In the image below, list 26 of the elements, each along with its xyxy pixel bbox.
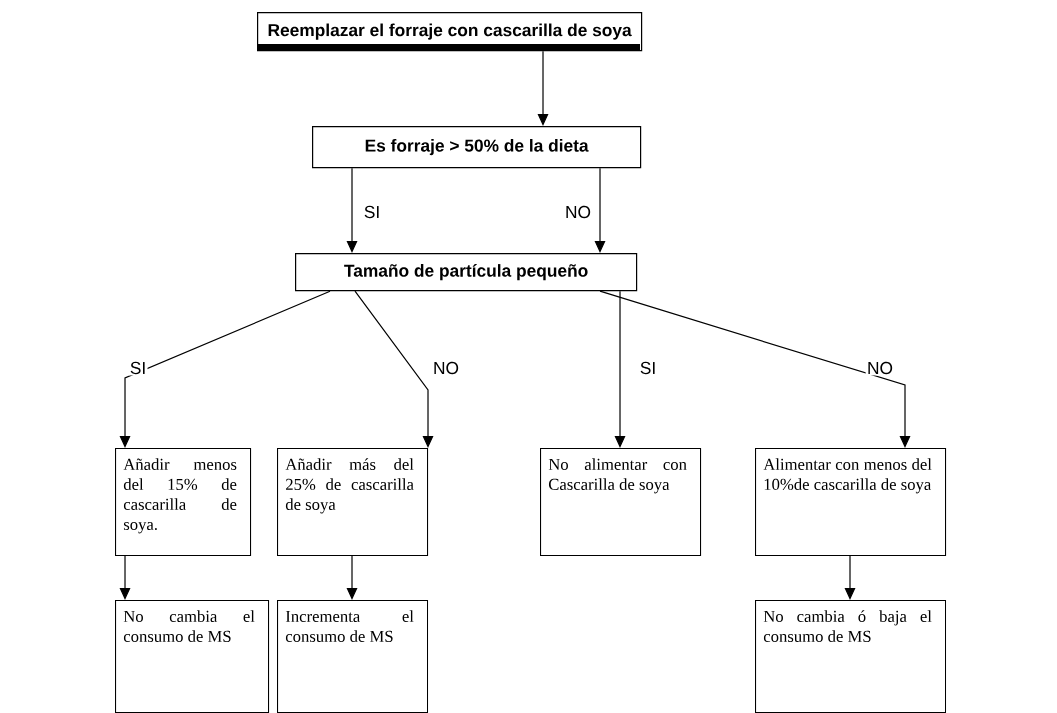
arrow [594,167,606,253]
edge-label: SI [128,360,148,376]
process-box: No cambia el consumo de MS [115,600,270,713]
edge-label: NO [865,360,895,376]
decision-box: Es forraje > 50% de la dieta [312,126,642,169]
arrow [346,167,358,253]
process-box: Incrementa el consumo de MS [277,600,429,713]
process-box: Añadir más del 25% de cascarilla de soya [277,448,429,557]
arrow [844,555,856,600]
arrow [599,290,911,448]
arrow [614,290,626,448]
process-box: Alimentar con menos del 10%de cascarilla de soya [755,448,947,557]
edge-label: SI [638,360,658,376]
process-box: Añadir menos del 15% de cascarilla de soya. [115,448,252,557]
arrow [354,290,434,448]
process-box: Reemplazar el forraje con cascarilla de soya [257,12,643,52]
arrow [346,555,358,600]
process-box: No cambia ó baja el consumo de MS [755,600,947,713]
edge-label: NO [431,360,461,376]
arrow [537,50,549,126]
process-box: No alimentar con Cascarilla de soya [540,448,702,557]
arrow [119,555,131,600]
arrow [119,290,331,448]
decision-box: Tamaño de partícula pequeño [295,253,638,292]
edge-label: NO [563,204,593,220]
edge-label: SI [362,204,382,220]
